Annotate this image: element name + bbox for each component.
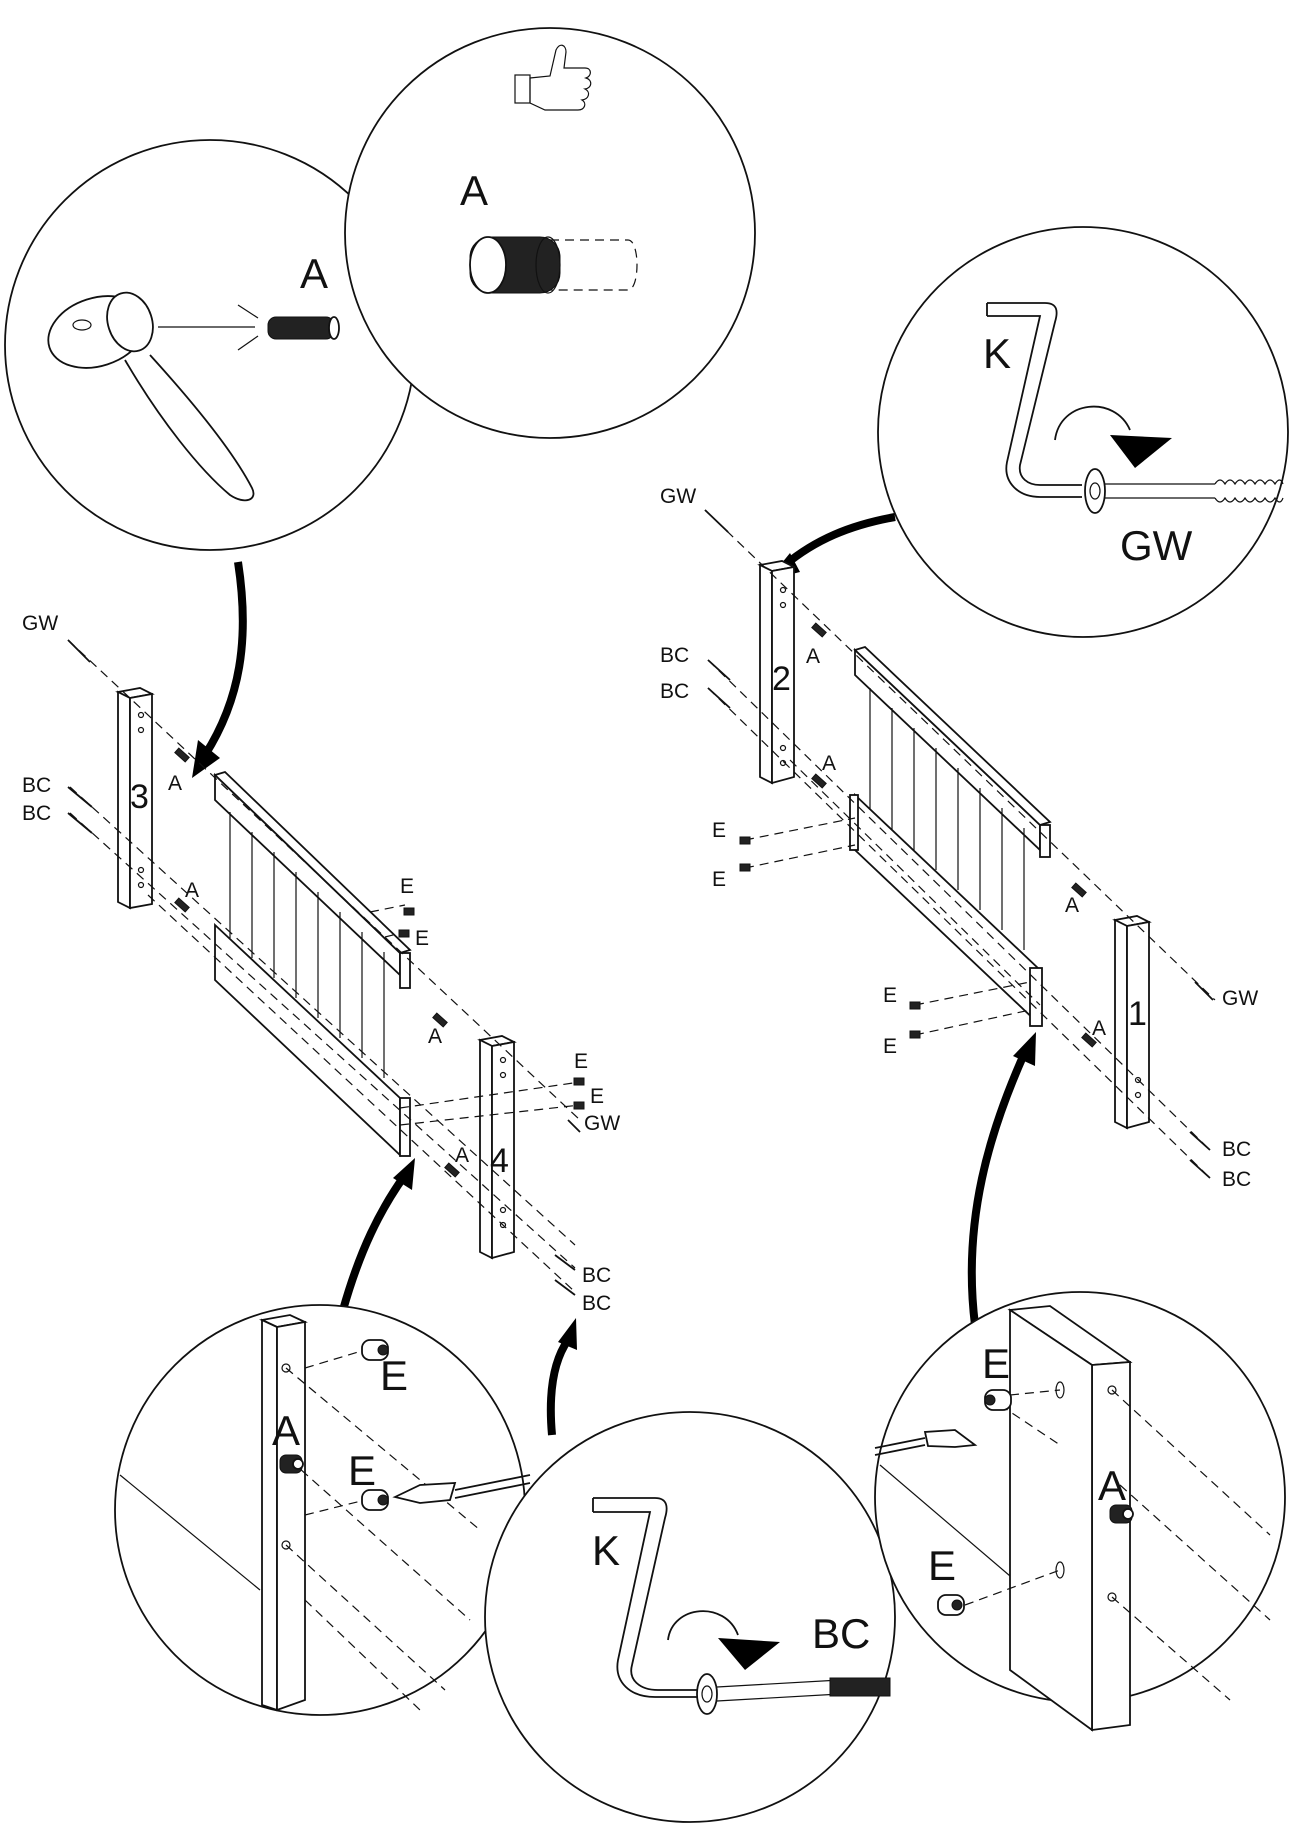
barrel-nut-icon xyxy=(398,907,585,1110)
panel-number: 1 xyxy=(1128,995,1147,1033)
bolt-label: BC xyxy=(22,774,51,797)
detail-circle-hammer: A xyxy=(4,139,416,551)
dowel-icon xyxy=(267,316,340,340)
nut-label: E xyxy=(574,1050,588,1073)
barrel-nut-icon xyxy=(937,1389,1012,1616)
barrel-nut-icon xyxy=(739,836,921,1039)
dowels-right xyxy=(811,622,1097,1048)
dowels-left xyxy=(174,747,460,1178)
bolt-label: GW xyxy=(1120,522,1193,569)
rotate-arrow xyxy=(1054,405,1131,441)
dowel-label: A xyxy=(822,752,836,775)
wooden-dowel-icon xyxy=(469,236,638,294)
detail-circle-bc-bolt: K BC xyxy=(484,1411,896,1823)
wooden-dowel-icon xyxy=(1109,1504,1134,1524)
detail-circle-dowel-insert: A xyxy=(344,27,756,439)
dowel-label: A xyxy=(460,167,488,214)
bolt-label: BC xyxy=(1222,1138,1251,1161)
allen-key-icon xyxy=(986,302,1082,498)
wooden-dowel-icon xyxy=(279,1454,304,1474)
bolt-icon xyxy=(1084,468,1284,514)
thumbs-up-icon xyxy=(514,44,592,111)
slatted-rail-panel xyxy=(213,770,412,1158)
bolt-label: BC xyxy=(1222,1168,1251,1191)
bolt-label: GW xyxy=(584,1112,620,1135)
panel-number: 2 xyxy=(772,660,791,698)
slatted-rail-panel xyxy=(849,645,1052,1028)
bolt-label: BC xyxy=(582,1264,611,1287)
bolt-label: BC xyxy=(660,644,689,667)
post-4: 4 xyxy=(477,1035,517,1260)
detail-circle-right-joint: E A E xyxy=(874,1291,1286,1732)
dowel-label: A xyxy=(1098,1462,1126,1509)
dowel-label: A xyxy=(300,250,328,297)
bolt-label: GW xyxy=(660,485,696,508)
right-bed-end-assembly: 2 1 xyxy=(660,485,1258,1191)
dowel-label: A xyxy=(185,879,199,902)
bolts-right xyxy=(704,509,1214,1179)
detail-circle-gw-bolt: K GW xyxy=(877,226,1289,638)
barrel-nut-icon xyxy=(361,1339,389,1511)
nut-label: E xyxy=(415,927,429,950)
bolt-label: BC xyxy=(22,802,51,825)
bolt-label: BC xyxy=(660,680,689,703)
hammer-icon xyxy=(47,291,259,502)
allen-key-icon xyxy=(592,1497,700,1698)
dowel-label: A xyxy=(272,1407,300,1454)
panel-number: 4 xyxy=(490,1142,509,1180)
allen-key-label: K xyxy=(592,1527,620,1574)
panel-number: 3 xyxy=(130,778,149,816)
nut-label: E xyxy=(712,819,726,842)
nut-label: E xyxy=(590,1085,604,1108)
nut-label: E xyxy=(883,1035,897,1058)
bolt-label: GW xyxy=(22,612,58,635)
nut-label: E xyxy=(712,868,726,891)
dowel-label: A xyxy=(806,645,820,668)
bolt-icon xyxy=(696,1673,891,1715)
dowel-label: A xyxy=(455,1144,469,1167)
detail-circle-left-joint: E A E xyxy=(114,1304,531,1716)
nut-label: E xyxy=(982,1340,1010,1387)
dowel-label: A xyxy=(168,772,182,795)
screwdriver-icon xyxy=(392,1474,531,1504)
left-bed-end-assembly: 3 xyxy=(22,612,620,1315)
bolt-label: GW xyxy=(1222,987,1258,1010)
dowel-label: A xyxy=(428,1025,442,1048)
nut-label: E xyxy=(928,1542,956,1589)
post-2: 2 xyxy=(757,560,797,785)
post-3: 3 xyxy=(115,687,155,910)
nut-label: E xyxy=(883,984,897,1007)
bolts-left xyxy=(67,639,581,1296)
post-1: 1 xyxy=(1112,915,1152,1130)
bolt-label: BC xyxy=(812,1610,870,1657)
dowel-label: A xyxy=(1065,894,1079,917)
nut-label: E xyxy=(348,1447,376,1494)
nut-label: E xyxy=(380,1352,408,1399)
bolt-label: BC xyxy=(582,1292,611,1315)
rotate-arrow xyxy=(667,1610,739,1641)
screwdriver-icon xyxy=(874,1429,978,1456)
flow-arrows xyxy=(192,513,1036,1436)
dowel-label: A xyxy=(1092,1017,1106,1040)
nut-label: E xyxy=(400,875,414,898)
allen-key-label: K xyxy=(983,330,1011,377)
